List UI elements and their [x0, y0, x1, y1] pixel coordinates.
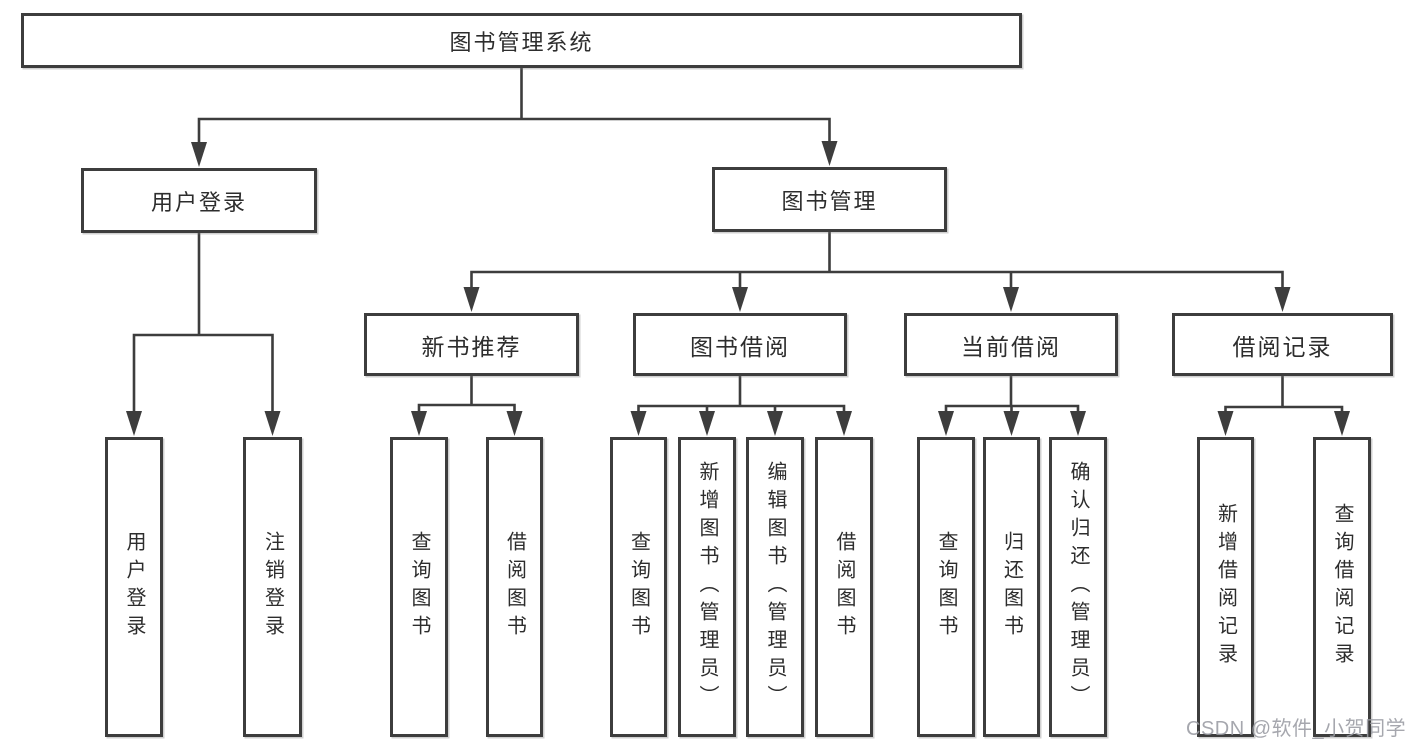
watermark: CSDN @软件_小贺同学	[1186, 718, 1405, 740]
arrowhead-borrow-records	[1274, 287, 1291, 312]
node-label: 图书借阅	[690, 333, 790, 360]
arrowhead-borrow-query-book	[630, 411, 647, 436]
arrowhead-user-login	[191, 142, 207, 167]
arrowhead-book-mgmt	[821, 141, 838, 166]
diagram-node-borrow-borrow-book: 借阅图书	[815, 437, 873, 737]
arrowhead-book-borrow	[732, 287, 748, 312]
arrowhead-logout-leaf	[264, 411, 281, 436]
node-label: 用户登录	[123, 531, 145, 643]
diagram-node-new-book-rec: 新书推荐	[364, 313, 579, 376]
diagram-node-book-mgmt: 图书管理	[712, 167, 947, 232]
arrowhead-cur-confirm-return	[1070, 411, 1086, 436]
connector-current-borrow	[944, 374, 1080, 419]
diagram-node-borrow-edit-book: 编辑图书（管理员）	[746, 437, 804, 737]
arrowhead-query-borrow-record	[1334, 411, 1350, 436]
node-label: 借阅图书	[833, 531, 855, 643]
connector-root	[197, 66, 831, 150]
node-label: 当前借阅	[961, 333, 1061, 360]
diagram-node-borrow-query-book: 查询图书	[610, 437, 667, 737]
arrowhead-rec-query-book	[411, 411, 427, 436]
diagram-node-add-borrow-record: 新增借阅记录	[1197, 437, 1254, 737]
arrowhead-new-book-rec	[463, 287, 480, 312]
diagram-node-rec-query-book: 查询图书	[390, 437, 448, 737]
diagram-node-borrow-records: 借阅记录	[1172, 313, 1393, 376]
node-label: 图书管理系统	[449, 29, 594, 55]
arrowhead-borrow-edit-book	[767, 411, 783, 436]
node-label: 查询图书	[408, 531, 430, 643]
diagram-node-root: 图书管理系统	[21, 13, 1022, 68]
arrowhead-borrow-borrow-book	[836, 411, 852, 436]
node-label: 注销登录	[261, 531, 284, 643]
diagram-node-user-login: 用户登录	[81, 168, 317, 233]
diagram-node-cur-confirm-return: 确认归还（管理员）	[1049, 437, 1107, 737]
node-label: 新增图书（管理员）	[696, 461, 718, 713]
node-label: 新增借阅记录	[1214, 503, 1237, 671]
arrowhead-cur-return-book	[1003, 411, 1020, 436]
arrowhead-rec-borrow-book	[506, 411, 523, 436]
arrowhead-current-borrow	[1003, 287, 1019, 312]
diagram-node-current-borrow: 当前借阅	[904, 313, 1118, 376]
connector-new-book-rec	[417, 374, 516, 419]
diagram-node-cur-return-book: 归还图书	[983, 437, 1040, 737]
node-label: 图书管理	[781, 188, 878, 214]
node-label: 查询图书	[627, 531, 650, 643]
diagram-node-book-borrow: 图书借阅	[633, 313, 847, 376]
diagram-node-rec-borrow-book: 借阅图书	[486, 437, 543, 737]
diagram-node-logout-leaf: 注销登录	[243, 437, 302, 737]
diagram-node-user-login-leaf: 用户登录	[105, 437, 163, 737]
node-label: 查询借阅记录	[1331, 503, 1353, 671]
node-label: 用户登录	[150, 189, 247, 215]
connector-user-login	[132, 231, 274, 419]
node-label: 查询图书	[935, 531, 957, 643]
connector-book-mgmt	[470, 230, 1284, 295]
diagram-node-cur-query-book: 查询图书	[917, 437, 975, 737]
node-label: 确认归还（管理员）	[1067, 461, 1089, 713]
diagram-node-query-borrow-record: 查询借阅记录	[1313, 437, 1371, 737]
node-label: 归还图书	[1000, 531, 1023, 643]
node-label: 借阅图书	[503, 531, 526, 643]
arrowhead-borrow-add-book	[699, 411, 715, 436]
arrowhead-user-login-leaf	[126, 411, 142, 436]
arrowhead-cur-query-book	[938, 411, 954, 436]
node-label: 借阅记录	[1232, 333, 1333, 360]
connector-borrow-records	[1224, 374, 1344, 419]
arrowhead-add-borrow-record	[1217, 411, 1234, 436]
node-label: 编辑图书（管理员）	[764, 461, 786, 713]
diagram-node-borrow-add-book: 新增图书（管理员）	[678, 437, 736, 737]
connector-book-borrow	[637, 374, 846, 419]
node-label: 新书推荐	[421, 333, 522, 360]
